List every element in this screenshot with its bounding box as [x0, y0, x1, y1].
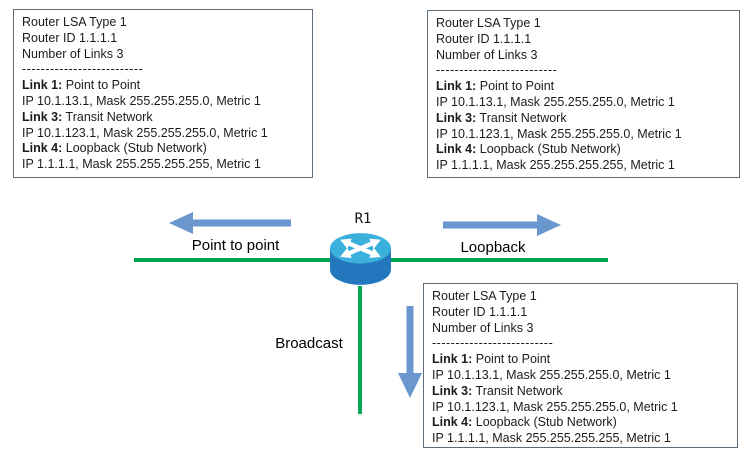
right-arrow-icon	[443, 214, 561, 236]
lsa-link-title: Link 3: Transit Network	[22, 110, 304, 126]
lsa-header-line: Number of Links 3	[432, 320, 534, 335]
lsa-link-type: Loopback (Stub Network)	[62, 141, 207, 156]
lsa-link-type: Point to Point	[472, 352, 551, 367]
lsa-link-title: Link 4: Loopback (Stub Network)	[436, 142, 731, 158]
lsa-link-detail: IP 10.1.13.1, Mask 255.255.255.0, Metric…	[436, 94, 675, 109]
lsa-link-label: Link 1:	[436, 79, 477, 94]
lsa-link-label: Link 3:	[436, 110, 477, 125]
lsa-link-detail: IP 1.1.1.1, Mask 255.255.255.255, Metric…	[436, 158, 675, 173]
lsa-link-title: Link 1: Point to Point	[432, 352, 729, 368]
lsa-link-label: Link 3:	[22, 109, 63, 124]
lsa-box-top-right: Router LSA Type 1 Router ID 1.1.1.1 Numb…	[427, 10, 740, 178]
lsa-link-type: Transit Network	[62, 109, 153, 124]
lsa-link-detail: IP 1.1.1.1, Mask 255.255.255.255, Metric…	[432, 431, 671, 446]
lsa-link-detail: IP 10.1.13.1, Mask 255.255.255.0, Metric…	[432, 367, 671, 382]
lsa-link-title: Link 4: Loopback (Stub Network)	[432, 415, 729, 431]
lsa-header-line: Router LSA Type 1	[432, 289, 537, 303]
left-arrow-icon	[169, 212, 291, 234]
down-arrow-icon	[398, 306, 422, 398]
lsa-header-line: Router LSA Type 1	[22, 15, 127, 29]
lsa-link-title: Link 4: Loopback (Stub Network)	[22, 141, 304, 157]
lsa-header-line: Router LSA Type 1	[436, 16, 541, 30]
lsa-link-type: Point to Point	[476, 79, 555, 94]
lsa-link-label: Link 1:	[432, 352, 473, 367]
lsa-link-detail: IP 10.1.123.1, Mask 255.255.255.0, Metri…	[432, 399, 678, 414]
lsa-link-title: Link 1: Point to Point	[22, 78, 304, 94]
lsa-link-detail: IP 10.1.123.1, Mask 255.255.255.0, Metri…	[436, 126, 682, 141]
lsa-header-line: Number of Links 3	[436, 47, 538, 62]
edge-label-point-to-point: Point to point	[191, 237, 280, 254]
lsa-link-type: Loopback (Stub Network)	[476, 142, 621, 157]
lsa-header-line: Router ID 1.1.1.1	[432, 304, 528, 319]
lsa-link-type: Point to Point	[62, 78, 141, 93]
lsa-link-detail: IP 1.1.1.1, Mask 255.255.255.255, Metric…	[22, 157, 261, 172]
lsa-link-type: Transit Network	[472, 383, 563, 398]
lsa-link-detail: IP 10.1.123.1, Mask 255.255.255.0, Metri…	[22, 125, 268, 140]
lsa-header-line: Number of Links 3	[22, 46, 124, 61]
lsa-link-label: Link 4:	[432, 415, 473, 430]
edge-label-loopback: Loopback	[460, 239, 526, 256]
lsa-link-label: Link 4:	[436, 142, 477, 157]
router-icon	[330, 233, 391, 285]
lsa-box-top-left: Router LSA Type 1 Router ID 1.1.1.1 Numb…	[13, 9, 313, 178]
lsa-link-detail: IP 10.1.13.1, Mask 255.255.255.0, Metric…	[22, 93, 261, 108]
lsa-separator: --------------------------	[436, 63, 558, 78]
lsa-box-bottom-right: Router LSA Type 1 Router ID 1.1.1.1 Numb…	[423, 283, 738, 448]
lsa-separator: --------------------------	[22, 62, 144, 77]
lsa-separator: --------------------------	[432, 336, 554, 351]
lsa-header-line: Router ID 1.1.1.1	[436, 31, 532, 46]
lsa-link-title: Link 3: Transit Network	[436, 111, 731, 127]
lsa-link-label: Link 4:	[22, 141, 63, 156]
lsa-link-label: Link 1:	[22, 78, 63, 93]
vertical-link-line	[358, 286, 362, 414]
lsa-link-title: Link 1: Point to Point	[436, 79, 731, 95]
lsa-link-title: Link 3: Transit Network	[432, 384, 729, 400]
lsa-link-type: Transit Network	[476, 110, 567, 125]
router-name-label: R1	[354, 211, 372, 227]
lsa-link-type: Loopback (Stub Network)	[472, 415, 617, 430]
edge-label-broadcast: Broadcast	[275, 335, 343, 352]
lsa-header-line: Router ID 1.1.1.1	[22, 30, 118, 45]
lsa-link-label: Link 3:	[432, 383, 473, 398]
